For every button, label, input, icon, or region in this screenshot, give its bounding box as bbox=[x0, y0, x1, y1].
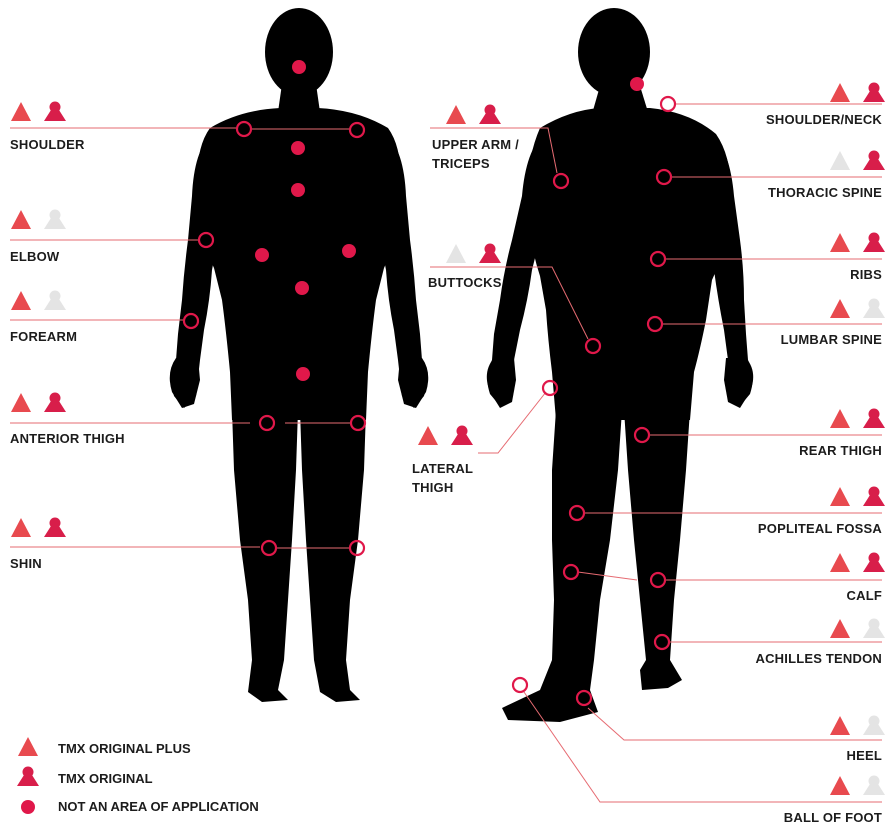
label-lateral-thigh-line1: LATERAL bbox=[412, 460, 473, 477]
icons-rear-thigh bbox=[830, 409, 885, 429]
icons-upper-arm bbox=[446, 105, 501, 125]
icons-popliteal-fossa bbox=[830, 487, 885, 507]
applicability-icons bbox=[11, 83, 885, 796]
label-anterior-thigh: ANTERIOR THIGH bbox=[10, 430, 125, 447]
label-buttocks: BUTTOCKS bbox=[428, 274, 502, 291]
icons-anterior-thigh bbox=[11, 393, 66, 413]
marker-abdomen bbox=[295, 281, 309, 295]
front-body-silhouette bbox=[170, 8, 429, 702]
label-achilles-tendon: ACHILLES TENDON bbox=[756, 650, 883, 667]
marker-chest bbox=[291, 141, 305, 155]
icons-shoulder-neck bbox=[830, 83, 885, 103]
marker-ball-of-foot bbox=[513, 678, 527, 692]
label-thoracic-spine: THORACIC SPINE bbox=[768, 184, 882, 201]
icons-shoulder bbox=[11, 102, 66, 122]
label-upper-arm-line2: TRICEPS bbox=[432, 155, 490, 172]
icons-ball-of-foot bbox=[830, 776, 885, 796]
icons-ribs bbox=[830, 233, 885, 253]
marker-right-side bbox=[342, 244, 356, 258]
label-elbow: ELBOW bbox=[10, 248, 59, 265]
legend-plus-icon bbox=[18, 737, 38, 756]
leader-lines bbox=[10, 104, 882, 802]
label-shoulder: SHOULDER bbox=[10, 136, 85, 153]
legend-not-area-label: NOT AN AREA OF APPLICATION bbox=[58, 799, 259, 814]
marker-shoulder-neck bbox=[661, 97, 675, 111]
label-popliteal-fossa: POPLITEAL FOSSA bbox=[758, 520, 882, 537]
back-body-silhouette bbox=[487, 8, 753, 722]
marker-face bbox=[292, 60, 306, 74]
icons-buttocks bbox=[446, 244, 501, 264]
legend-dot-icon bbox=[21, 800, 35, 814]
icons-calf bbox=[830, 553, 885, 573]
marker-groin bbox=[296, 367, 310, 381]
label-forearm: FOREARM bbox=[10, 328, 77, 345]
icons-achilles-tendon bbox=[830, 619, 885, 639]
marker-left-side bbox=[255, 248, 269, 262]
label-calf: CALF bbox=[847, 587, 882, 604]
label-shoulder-neck: SHOULDER/NECK bbox=[766, 111, 882, 128]
icons-shin bbox=[11, 518, 66, 538]
label-lateral-thigh-line2: THIGH bbox=[412, 479, 453, 496]
icons-forearm bbox=[11, 291, 66, 311]
label-rear-thigh: REAR THIGH bbox=[799, 442, 882, 459]
label-lumbar-spine: LUMBAR SPINE bbox=[781, 331, 882, 348]
legend-markers bbox=[17, 737, 39, 814]
marker-sternum bbox=[291, 183, 305, 197]
legend-original-label: TMX ORIGINAL bbox=[58, 771, 153, 786]
icons-lateral-thigh bbox=[418, 426, 473, 446]
label-ball-of-foot: BALL OF FOOT bbox=[784, 809, 882, 826]
legend-original-icon bbox=[17, 767, 39, 787]
label-heel: HEEL bbox=[847, 747, 882, 764]
label-shin: SHIN bbox=[10, 555, 42, 572]
legend-plus-label: TMX ORIGINAL PLUS bbox=[58, 741, 191, 756]
icons-heel bbox=[830, 716, 885, 736]
icons-lumbar-spine bbox=[830, 299, 885, 319]
label-ribs: RIBS bbox=[850, 266, 882, 283]
icons-elbow bbox=[11, 210, 66, 230]
label-upper-arm-line1: UPPER ARM / bbox=[432, 136, 519, 153]
marker-neck-back bbox=[630, 77, 644, 91]
icons-thoracic-spine bbox=[830, 151, 885, 171]
